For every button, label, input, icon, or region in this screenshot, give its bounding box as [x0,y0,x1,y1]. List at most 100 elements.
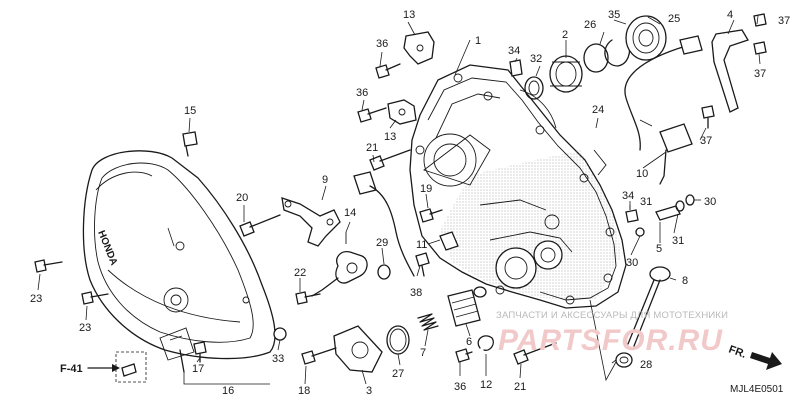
callout-20: 20 [236,192,248,204]
callout-17: 17 [192,363,204,375]
callout-36-lower: 36 [454,381,466,393]
bolt-37-c [701,105,715,129]
callout-32: 32 [530,53,542,65]
bearing-25 [625,15,667,61]
small-parts-right [625,194,695,237]
callout-23-lower: 23 [79,322,91,334]
callout-2: 2 [562,29,568,41]
direction-label: FR. [727,344,748,361]
bracket-13-upper [403,31,435,65]
diagram-code: MJL4E0501 [730,384,784,395]
bolt-36-middle [357,107,387,123]
snap-ring-35 [604,39,631,67]
sensor-14 [311,171,415,297]
watermark: ЗАПЧАСТИ И АКСЕССУАРЫ ДЛЯ МОТОТЕХНИКИ PA… [496,310,728,357]
callout-10: 10 [636,168,648,180]
callout-13-lower: 13 [384,131,396,143]
spring-7 [417,313,439,331]
o-ring-26 [583,43,609,73]
direction-arrow-icon [750,352,782,370]
clip-12 [477,335,494,351]
oil-filter-6 [447,286,487,327]
callout-38: 38 [410,287,422,299]
callout-27: 27 [392,368,404,380]
callout-30-upper: 30 [704,196,716,208]
callout-11: 11 [416,239,427,251]
callout-26: 26 [584,19,596,31]
callout-34-lower: 34 [622,190,634,202]
callout-37-a: 37 [778,15,790,27]
washer-33 [273,327,287,341]
bolt-36-upper [375,63,401,79]
bolt-23-upper [34,259,63,273]
callout-24: 24 [592,104,604,116]
callout-34-upper: 34 [508,45,520,57]
callout-31-lower: 31 [672,235,684,247]
watermark-main: PARTSFOR.RU [498,324,723,357]
bracket-13-lower [387,99,417,125]
dipstick-8 [627,266,671,347]
direction-indicator: FR. [727,344,782,370]
bolt-38 [415,252,430,277]
o-ring-29 [377,264,391,280]
cap-2 [549,55,583,93]
callout-37-b: 37 [754,68,766,80]
callout-16: 16 [222,385,234,397]
callout-19: 19 [420,183,432,195]
bolt-16 [179,349,185,373]
callout-28: 28 [640,359,652,371]
callout-30-lower: 30 [626,257,638,269]
bolt-34-upper [509,59,523,77]
bolt-20 [239,214,281,237]
bolt-18 [301,347,337,365]
callout-14: 14 [344,207,356,219]
crankcase-cover [409,64,627,309]
callout-5: 5 [656,243,662,255]
callout-31-upper: 31 [640,196,652,208]
callout-37-c: 37 [700,135,712,147]
watermark-subtitle: ЗАПЧАСТИ И АКСЕССУАРЫ ДЛЯ МОТОТЕХНИКИ [496,310,728,321]
callout-36-middle: 36 [356,87,368,99]
bolt-21-lower [513,342,557,365]
callout-29: 29 [376,237,388,249]
callout-21-upper: 21 [366,142,378,154]
callout-22: 22 [294,267,306,279]
bolt-15 [182,131,198,157]
callout-21-lower: 21 [514,381,526,393]
callout-9: 9 [322,174,328,186]
callout-6: 6 [466,336,472,348]
seal-32 [524,76,544,100]
outer-cover: HONDA [82,150,276,361]
o-ring-27 [386,325,410,355]
sensor-10 [624,35,703,185]
callout-25: 25 [668,13,680,25]
callout-15: 15 [184,105,196,117]
callout-1: 1 [475,35,481,47]
bracket-9 [281,197,341,247]
callout-3: 3 [366,385,372,397]
callout-12: 12 [480,379,492,391]
bolt-37-a [753,13,767,27]
callout-23-upper: 23 [30,293,42,305]
bolt-37-b [753,41,767,55]
callout-35: 35 [608,9,620,21]
bracket-4 [711,29,749,113]
callout-4: 4 [727,9,733,21]
clip-11 [439,231,459,251]
bolt-19 [419,208,443,223]
callout-8: 8 [682,275,688,287]
callout-18: 18 [298,385,310,397]
bolt-22 [295,291,321,305]
bolt-23-lower [81,291,109,305]
callout-7: 7 [420,347,426,359]
callouts: 1 2 3 4 5 6 7 8 9 10 11 12 13 13 14 15 1… [30,9,790,397]
reference-box [115,351,147,383]
cover-cap-3 [333,325,383,373]
callout-13-upper: 13 [403,9,415,21]
leader-lines [37,15,761,385]
bolt-36-lower [455,348,473,363]
reference-f41: F-41 [60,363,120,375]
callout-33: 33 [272,353,284,365]
callout-36-upper: 36 [376,38,388,50]
